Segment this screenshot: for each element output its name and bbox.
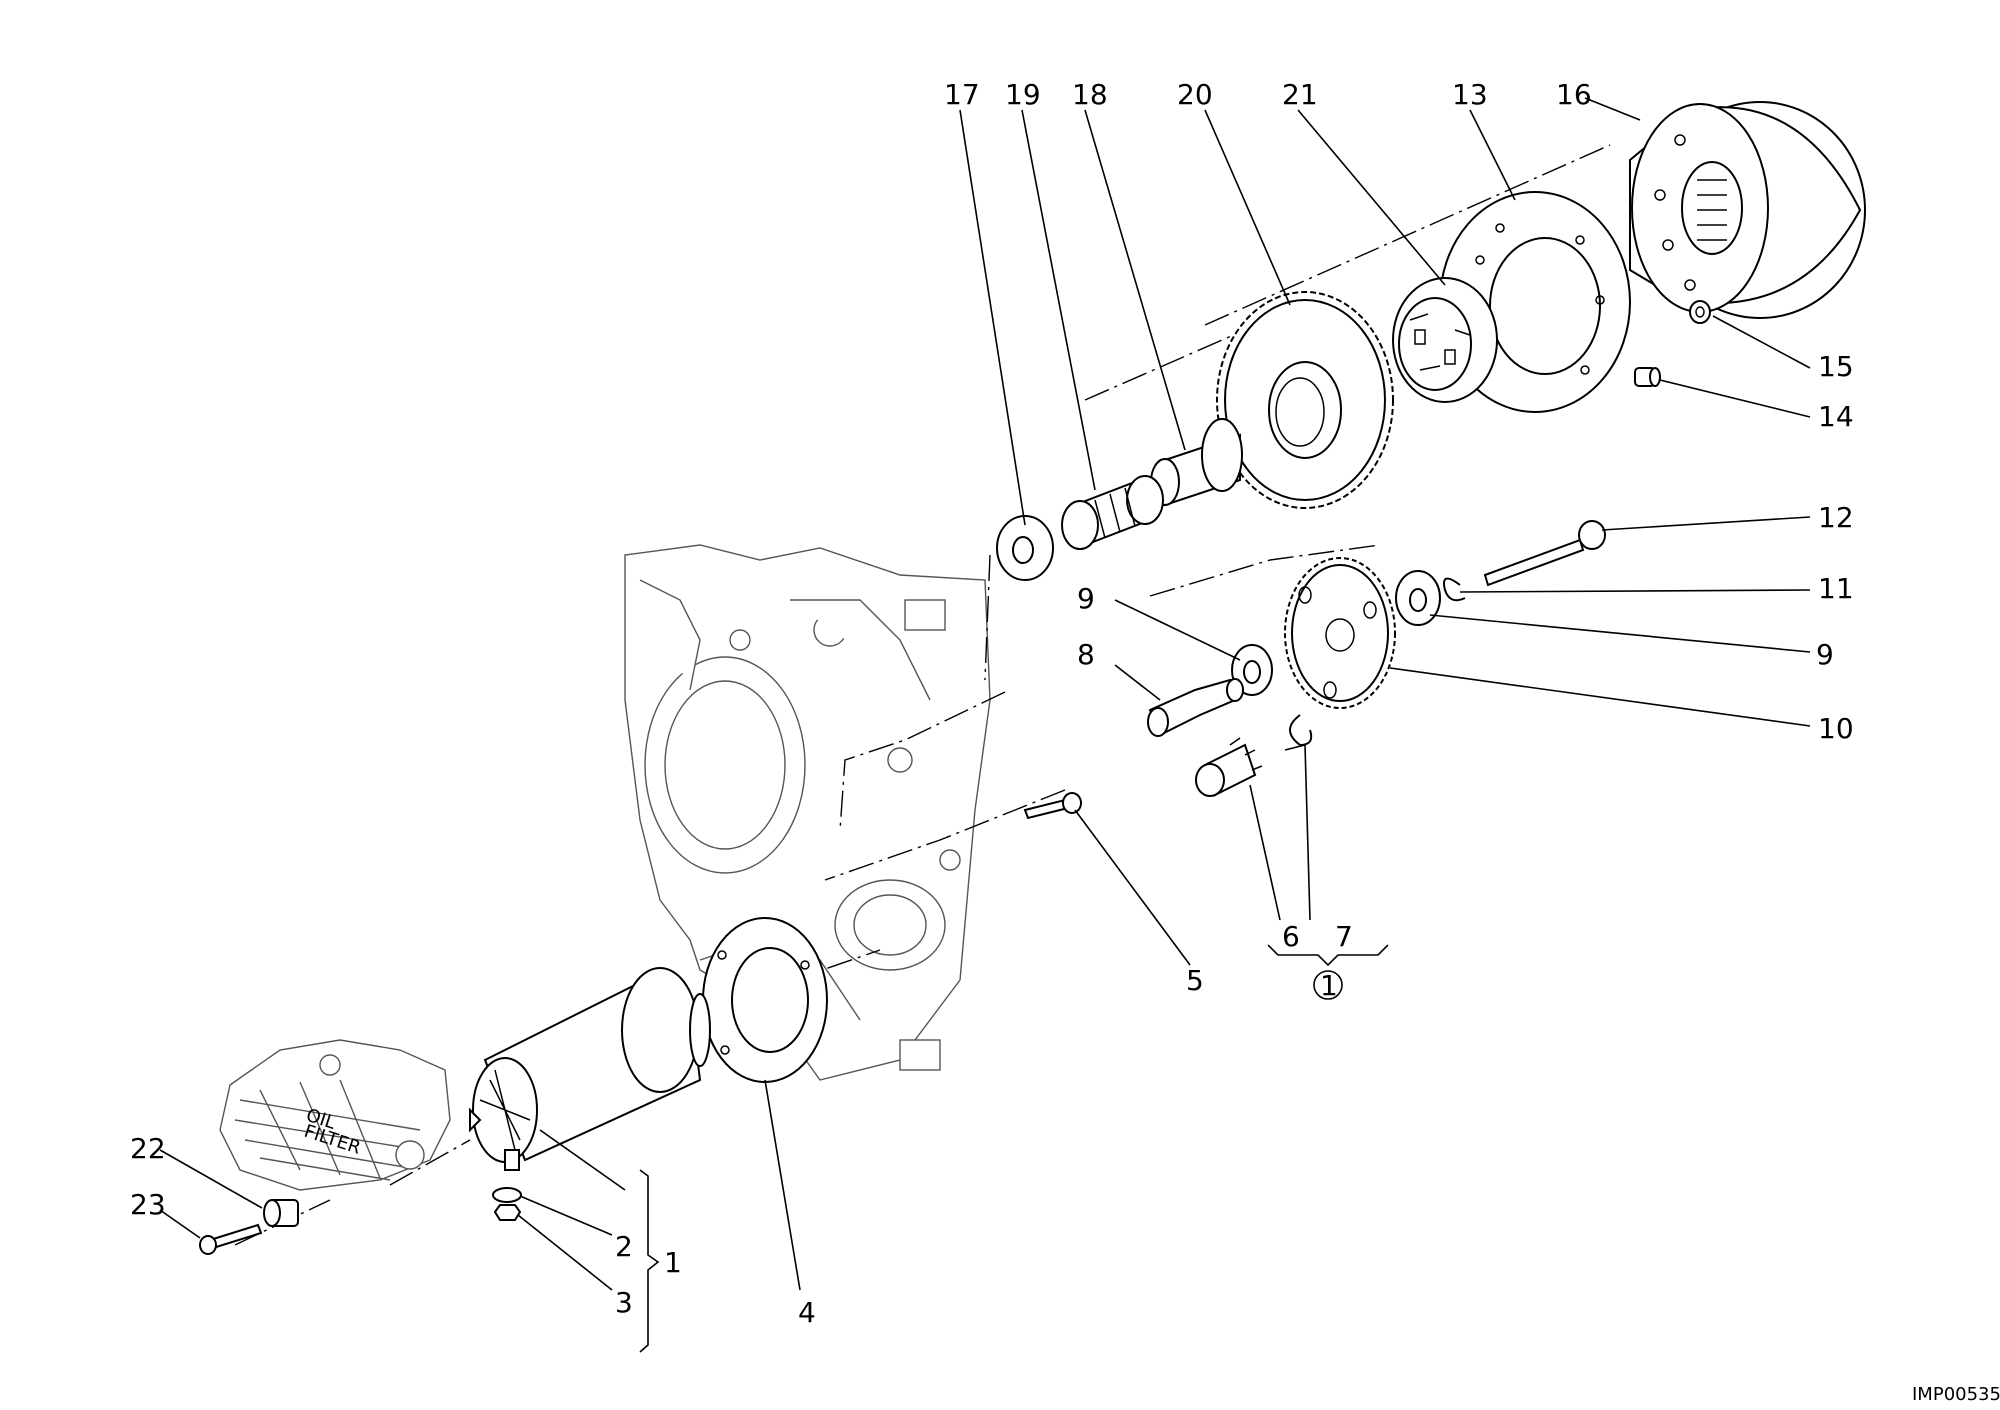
washer-part-9-right <box>1395 570 1441 626</box>
callout-23: 23 <box>130 1188 166 1221</box>
starter-motor-part-1 <box>469 967 711 1171</box>
callout-1: 1 <box>664 1246 682 1279</box>
callout-13: 13 <box>1452 78 1488 111</box>
callout-11: 11 <box>1818 572 1854 605</box>
oil-filter-housing: OIL FILTER <box>219 1039 451 1191</box>
callout-9-left: 9 <box>1077 582 1095 615</box>
clip-part-11 <box>1443 577 1466 602</box>
callout-9-right: 9 <box>1816 638 1834 671</box>
gear-part-20 <box>1216 291 1394 509</box>
callout-labels: 17 19 18 20 21 13 16 15 14 12 11 9 10 9 … <box>130 78 2000 1405</box>
callout-10: 10 <box>1818 712 1854 745</box>
callout-14: 14 <box>1818 400 1854 433</box>
screw-part-5 <box>1023 792 1082 820</box>
callout-7: 7 <box>1335 920 1353 953</box>
group-marker-circle <box>1313 970 1343 1000</box>
callout-18: 18 <box>1072 78 1108 111</box>
needle-bearing-part-19 <box>1061 475 1164 550</box>
shaft-part-8 <box>1147 678 1244 737</box>
bolt-part-12 <box>1483 520 1606 587</box>
callout-20: 20 <box>1177 78 1213 111</box>
leader-lines <box>159 97 1811 1353</box>
callout-5: 5 <box>1186 964 1204 997</box>
sleeve-part-15 <box>1689 300 1711 324</box>
callout-16: 16 <box>1556 78 1592 111</box>
callout-19: 19 <box>1005 78 1041 111</box>
callout-4: 4 <box>798 1296 816 1329</box>
nut-part-3 <box>493 1204 522 1221</box>
rotor-part-16 <box>1629 101 1866 319</box>
callout-22: 22 <box>130 1132 166 1165</box>
callout-6: 6 <box>1282 920 1300 953</box>
bushing-part-18 <box>1150 418 1243 507</box>
callout-8: 8 <box>1077 638 1095 671</box>
callout-2: 2 <box>615 1230 633 1263</box>
callout-3: 3 <box>615 1286 633 1319</box>
freewheel-part-21 <box>1392 277 1498 403</box>
callout-17: 17 <box>944 78 980 111</box>
gasket-part-4 <box>702 917 828 1083</box>
image-code: IMP00535 <box>1912 1384 2000 1405</box>
crankcase-outline <box>624 544 991 1081</box>
callout-12: 12 <box>1818 501 1854 534</box>
washer-part-2 <box>492 1187 522 1203</box>
gear-part-10 <box>1284 557 1396 709</box>
callout-21: 21 <box>1282 78 1318 111</box>
washer-part-17 <box>996 515 1054 581</box>
clip-part-7 <box>1289 714 1313 747</box>
group-marker-label: 1 <box>1320 969 1338 1002</box>
pinion-part-6 <box>1195 737 1263 797</box>
spacer-part-22 <box>263 1199 299 1227</box>
callout-15: 15 <box>1818 350 1854 383</box>
dowel-part-14 <box>1634 367 1661 387</box>
screw-part-23 <box>199 1223 263 1255</box>
